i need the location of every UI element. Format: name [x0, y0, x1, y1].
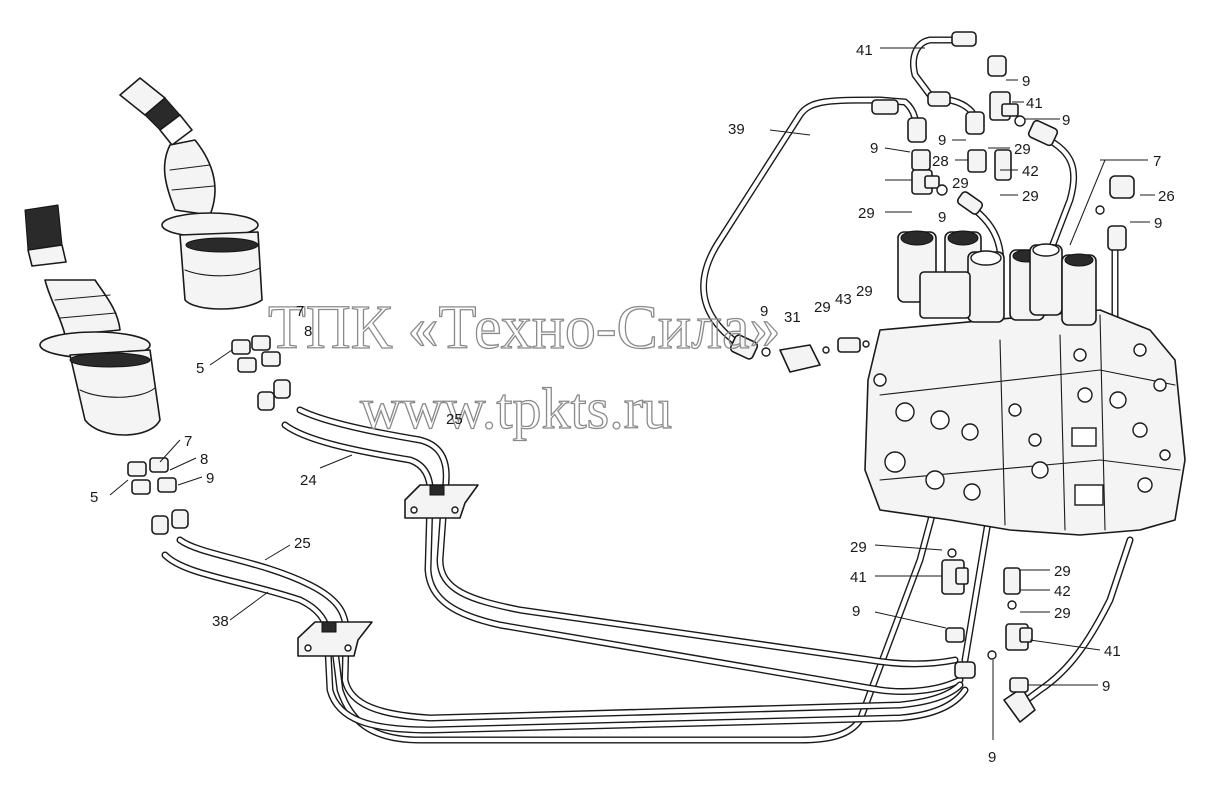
callout-8: 8 [200, 451, 208, 468]
hose-right-lower [1016, 536, 1134, 709]
callout-42: 42 [1022, 163, 1039, 180]
callout-31: 31 [784, 309, 801, 326]
callout-29: 29 [1054, 605, 1071, 622]
callout-7: 7 [296, 303, 304, 320]
valve-bottom-fittings [941, 548, 1036, 723]
callout-26: 26 [1158, 188, 1175, 205]
hose-39 [700, 96, 920, 349]
callout-9-bottom: 9 [988, 749, 996, 766]
callout-9: 9 [760, 303, 768, 320]
fitting-cluster-right [231, 335, 291, 411]
callout-9: 9 [1154, 215, 1162, 232]
callout-29: 29 [1054, 563, 1071, 580]
callout-numbers: 41 9 41 9 39 9 28 29 42 29 9 29 9 29 7 2… [90, 42, 1175, 766]
joystick-right [119, 77, 263, 310]
fitting-cluster-left [127, 457, 189, 535]
clamp-upper [404, 484, 479, 519]
callout-29: 29 [952, 175, 969, 192]
callout-9: 9 [938, 132, 946, 149]
fittings-31-43 [729, 334, 870, 373]
callout-29: 29 [814, 299, 831, 316]
valve-top-fittings [871, 31, 1135, 251]
solenoid-row [897, 230, 1097, 326]
callout-41-top: 41 [856, 42, 873, 59]
hose-25-38 [161, 536, 969, 734]
clamp-lower [297, 621, 373, 657]
callout-25-upper: 25 [446, 411, 463, 428]
callout-7: 7 [1153, 153, 1161, 170]
callout-28: 28 [932, 153, 949, 170]
callout-9: 9 [1062, 112, 1070, 129]
callout-25: 25 [294, 535, 311, 552]
callout-8: 8 [304, 323, 312, 340]
callout-5: 5 [90, 489, 98, 506]
watermark-line2: www.tpkts.ru [360, 376, 672, 441]
callout-29: 29 [856, 283, 873, 300]
callout-9: 9 [1022, 73, 1030, 90]
callout-29: 29 [858, 205, 875, 222]
callout-43: 43 [835, 291, 852, 308]
callout-41: 41 [850, 569, 867, 586]
callout-7: 7 [184, 433, 192, 450]
leader-lines [109, 47, 1155, 740]
hose-24 [281, 406, 964, 695]
callout-9: 9 [870, 140, 878, 157]
callout-42: 42 [1054, 583, 1071, 600]
callout-5: 5 [196, 360, 204, 377]
callout-9: 9 [852, 603, 860, 620]
callout-29: 29 [1014, 141, 1031, 158]
hose-41-top [910, 36, 976, 116]
callout-29: 29 [850, 539, 867, 556]
watermark-line1: ТПК «Техно-Сила» [268, 294, 781, 362]
callout-9: 9 [1102, 678, 1110, 695]
callout-9: 9 [206, 470, 214, 487]
callout-41: 41 [1026, 95, 1043, 112]
callout-41: 41 [1104, 643, 1121, 660]
callout-39: 39 [728, 121, 745, 138]
callout-38: 38 [212, 613, 229, 630]
control-valve-block [864, 230, 1186, 536]
watermark: ТПК «Техно-Сила» www.tpkts.ru [267, 293, 781, 441]
callout-9: 9 [938, 209, 946, 226]
joystick-left [24, 204, 161, 436]
port-holes [873, 343, 1171, 506]
callout-24: 24 [300, 472, 317, 489]
fittings [127, 31, 1135, 723]
callout-29: 29 [1022, 188, 1039, 205]
